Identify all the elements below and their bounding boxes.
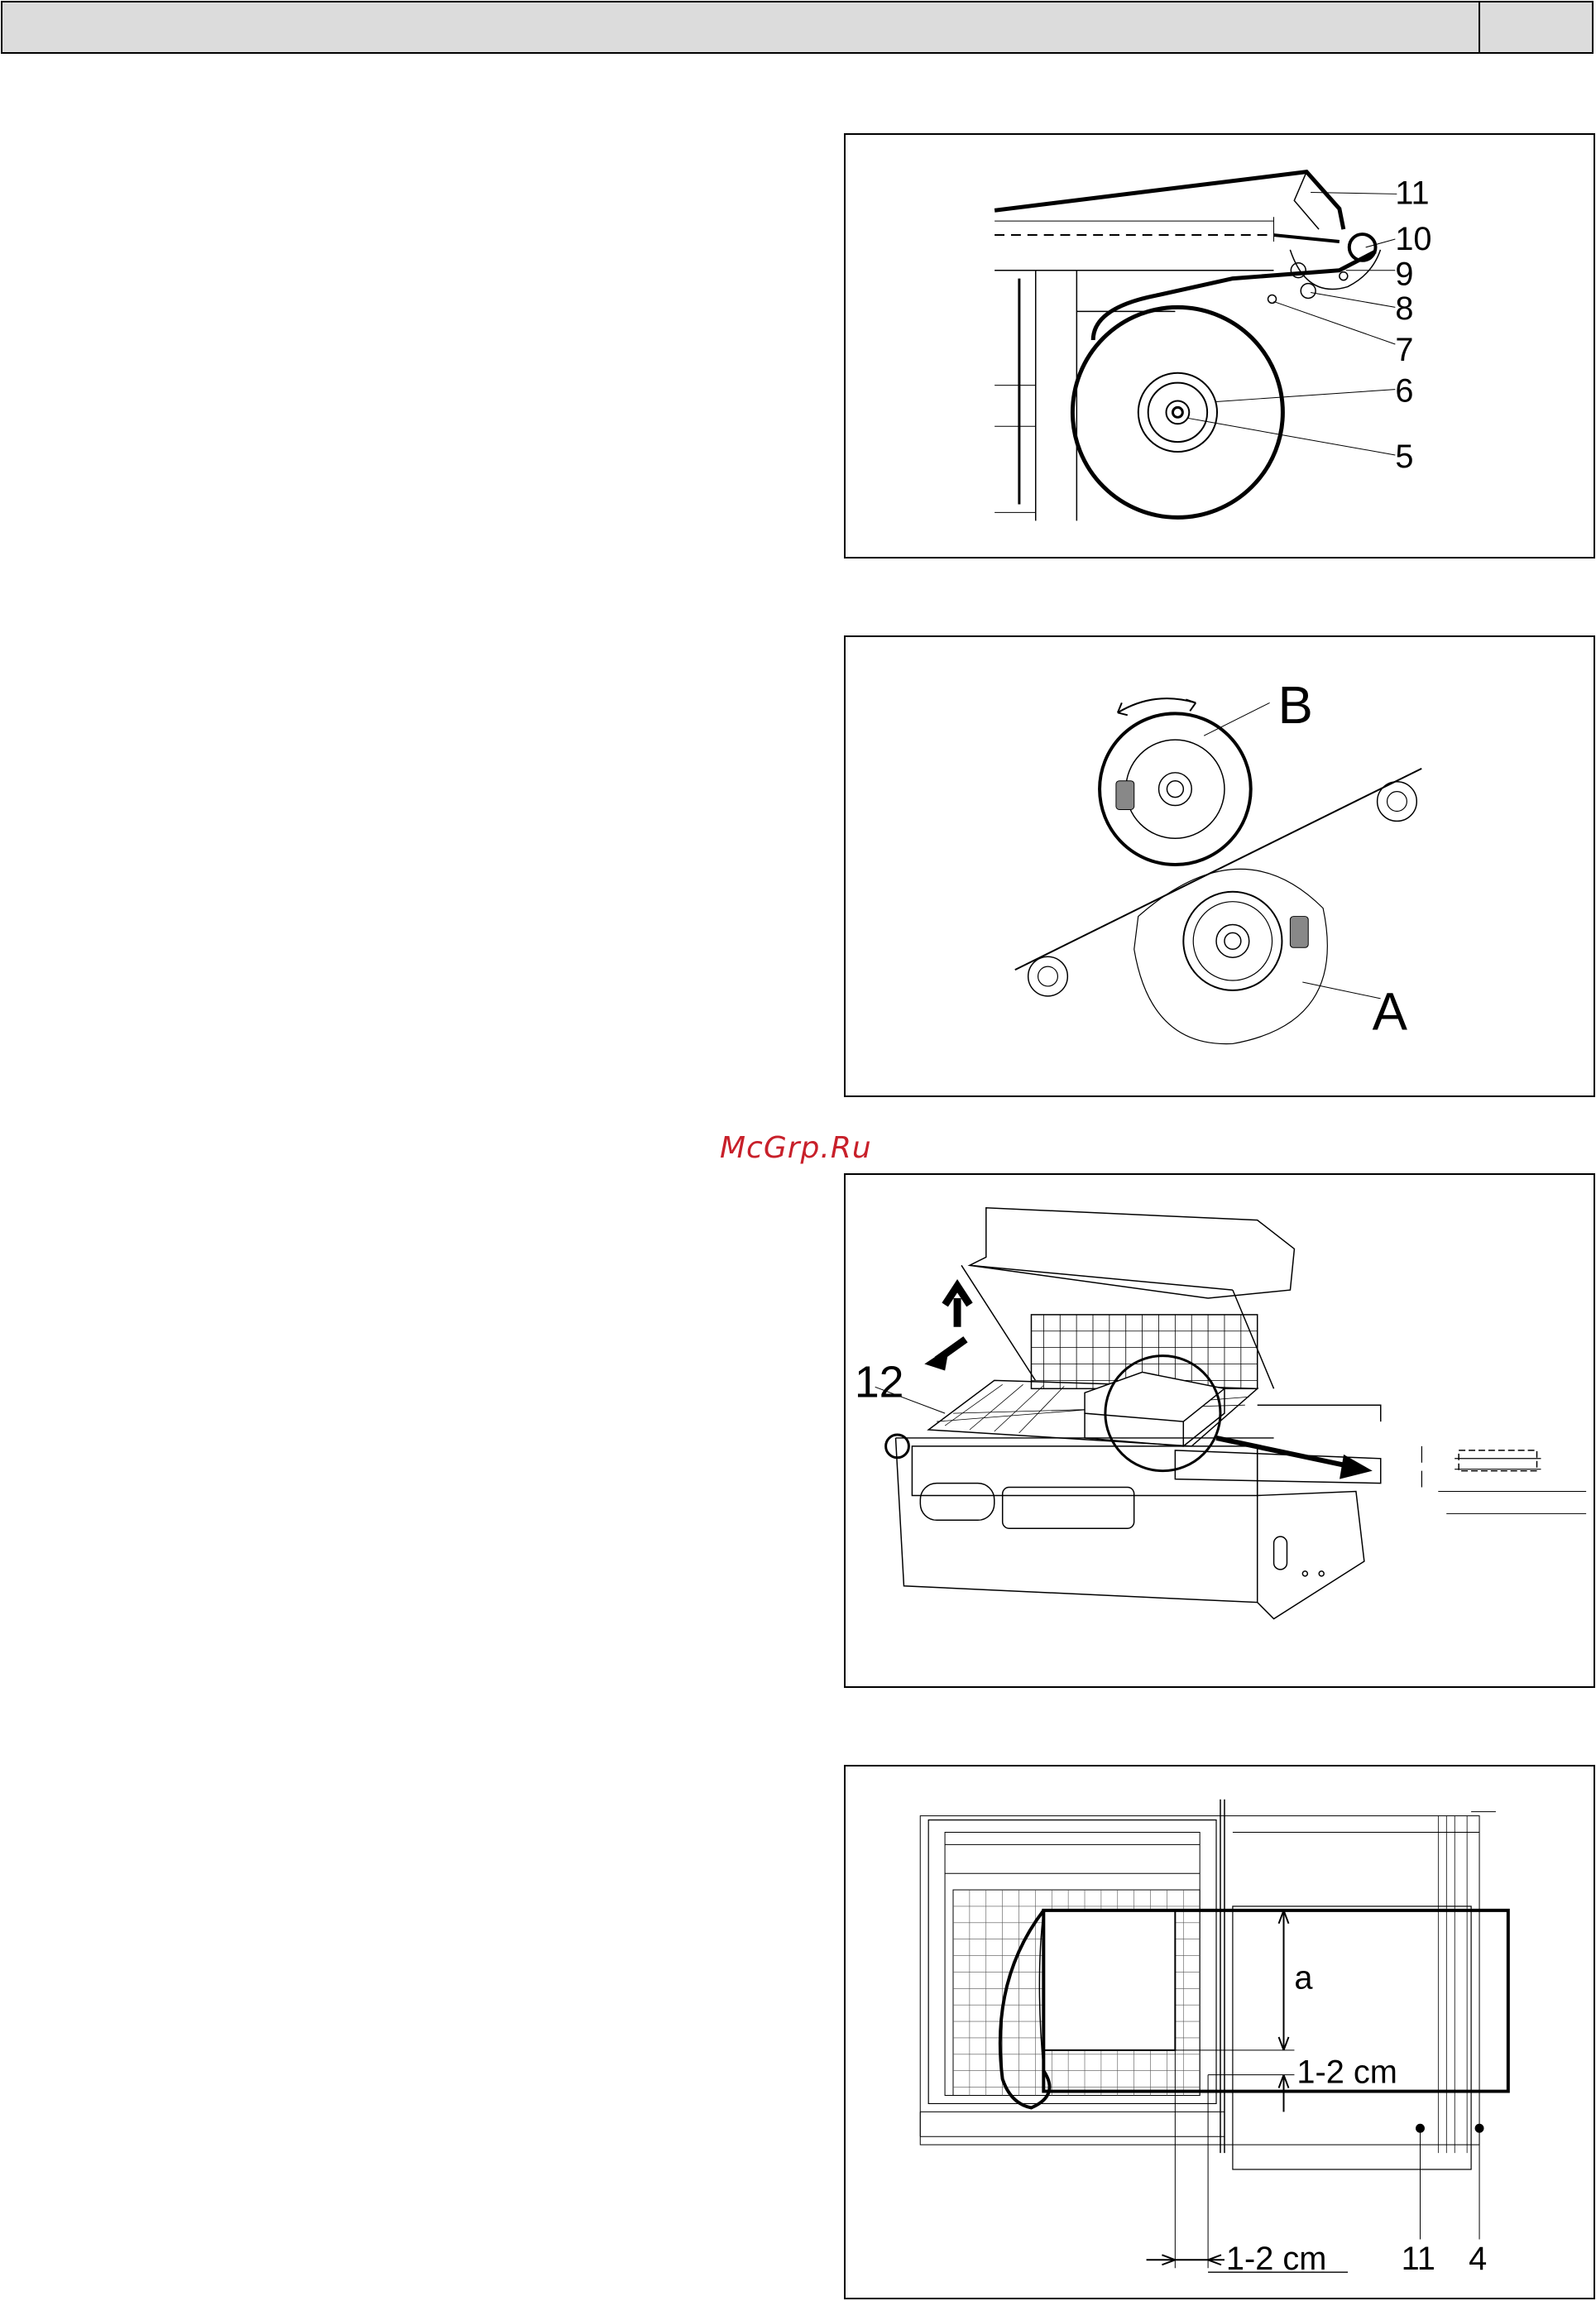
- label-gap-horizontal: 1-2 cm: [1226, 2241, 1326, 2277]
- label-9: 9: [1395, 256, 1413, 293]
- label-5: 5: [1395, 439, 1413, 475]
- label-4: 4: [1469, 2241, 1487, 2277]
- roller-adjust-illustration: B A: [846, 637, 1594, 1095]
- label-12: 12: [855, 1357, 904, 1407]
- figure-film-overlap: a 1-2 cm 1-2 cm 11 4: [844, 1765, 1595, 2299]
- figure-film-path: 11 10 9 8 7 6 5: [844, 133, 1595, 558]
- label-A: A: [1373, 983, 1408, 1042]
- label-6: 6: [1395, 372, 1413, 409]
- figure-machine-loading: 12: [844, 1173, 1595, 1688]
- label-11: 11: [1402, 2241, 1435, 2277]
- watermark: McGrp.Ru: [720, 1131, 872, 1165]
- film-path-illustration: 11 10 9 8 7 6 5: [846, 135, 1594, 557]
- machine-illustration: 12: [846, 1175, 1594, 1686]
- film-overlap-illustration: a 1-2 cm 1-2 cm 11 4: [846, 1766, 1594, 2298]
- label-gap-vertical: 1-2 cm: [1296, 2054, 1397, 2091]
- header-bar: [1, 1, 1594, 54]
- label-a: a: [1294, 1959, 1313, 1996]
- label-8: 8: [1395, 290, 1413, 327]
- label-7: 7: [1395, 332, 1413, 368]
- label-10: 10: [1395, 221, 1431, 257]
- header-divider: [1479, 2, 1480, 52]
- label-B: B: [1277, 676, 1312, 735]
- figure-roller-adjust: B A: [844, 635, 1595, 1097]
- label-11: 11: [1395, 175, 1429, 211]
